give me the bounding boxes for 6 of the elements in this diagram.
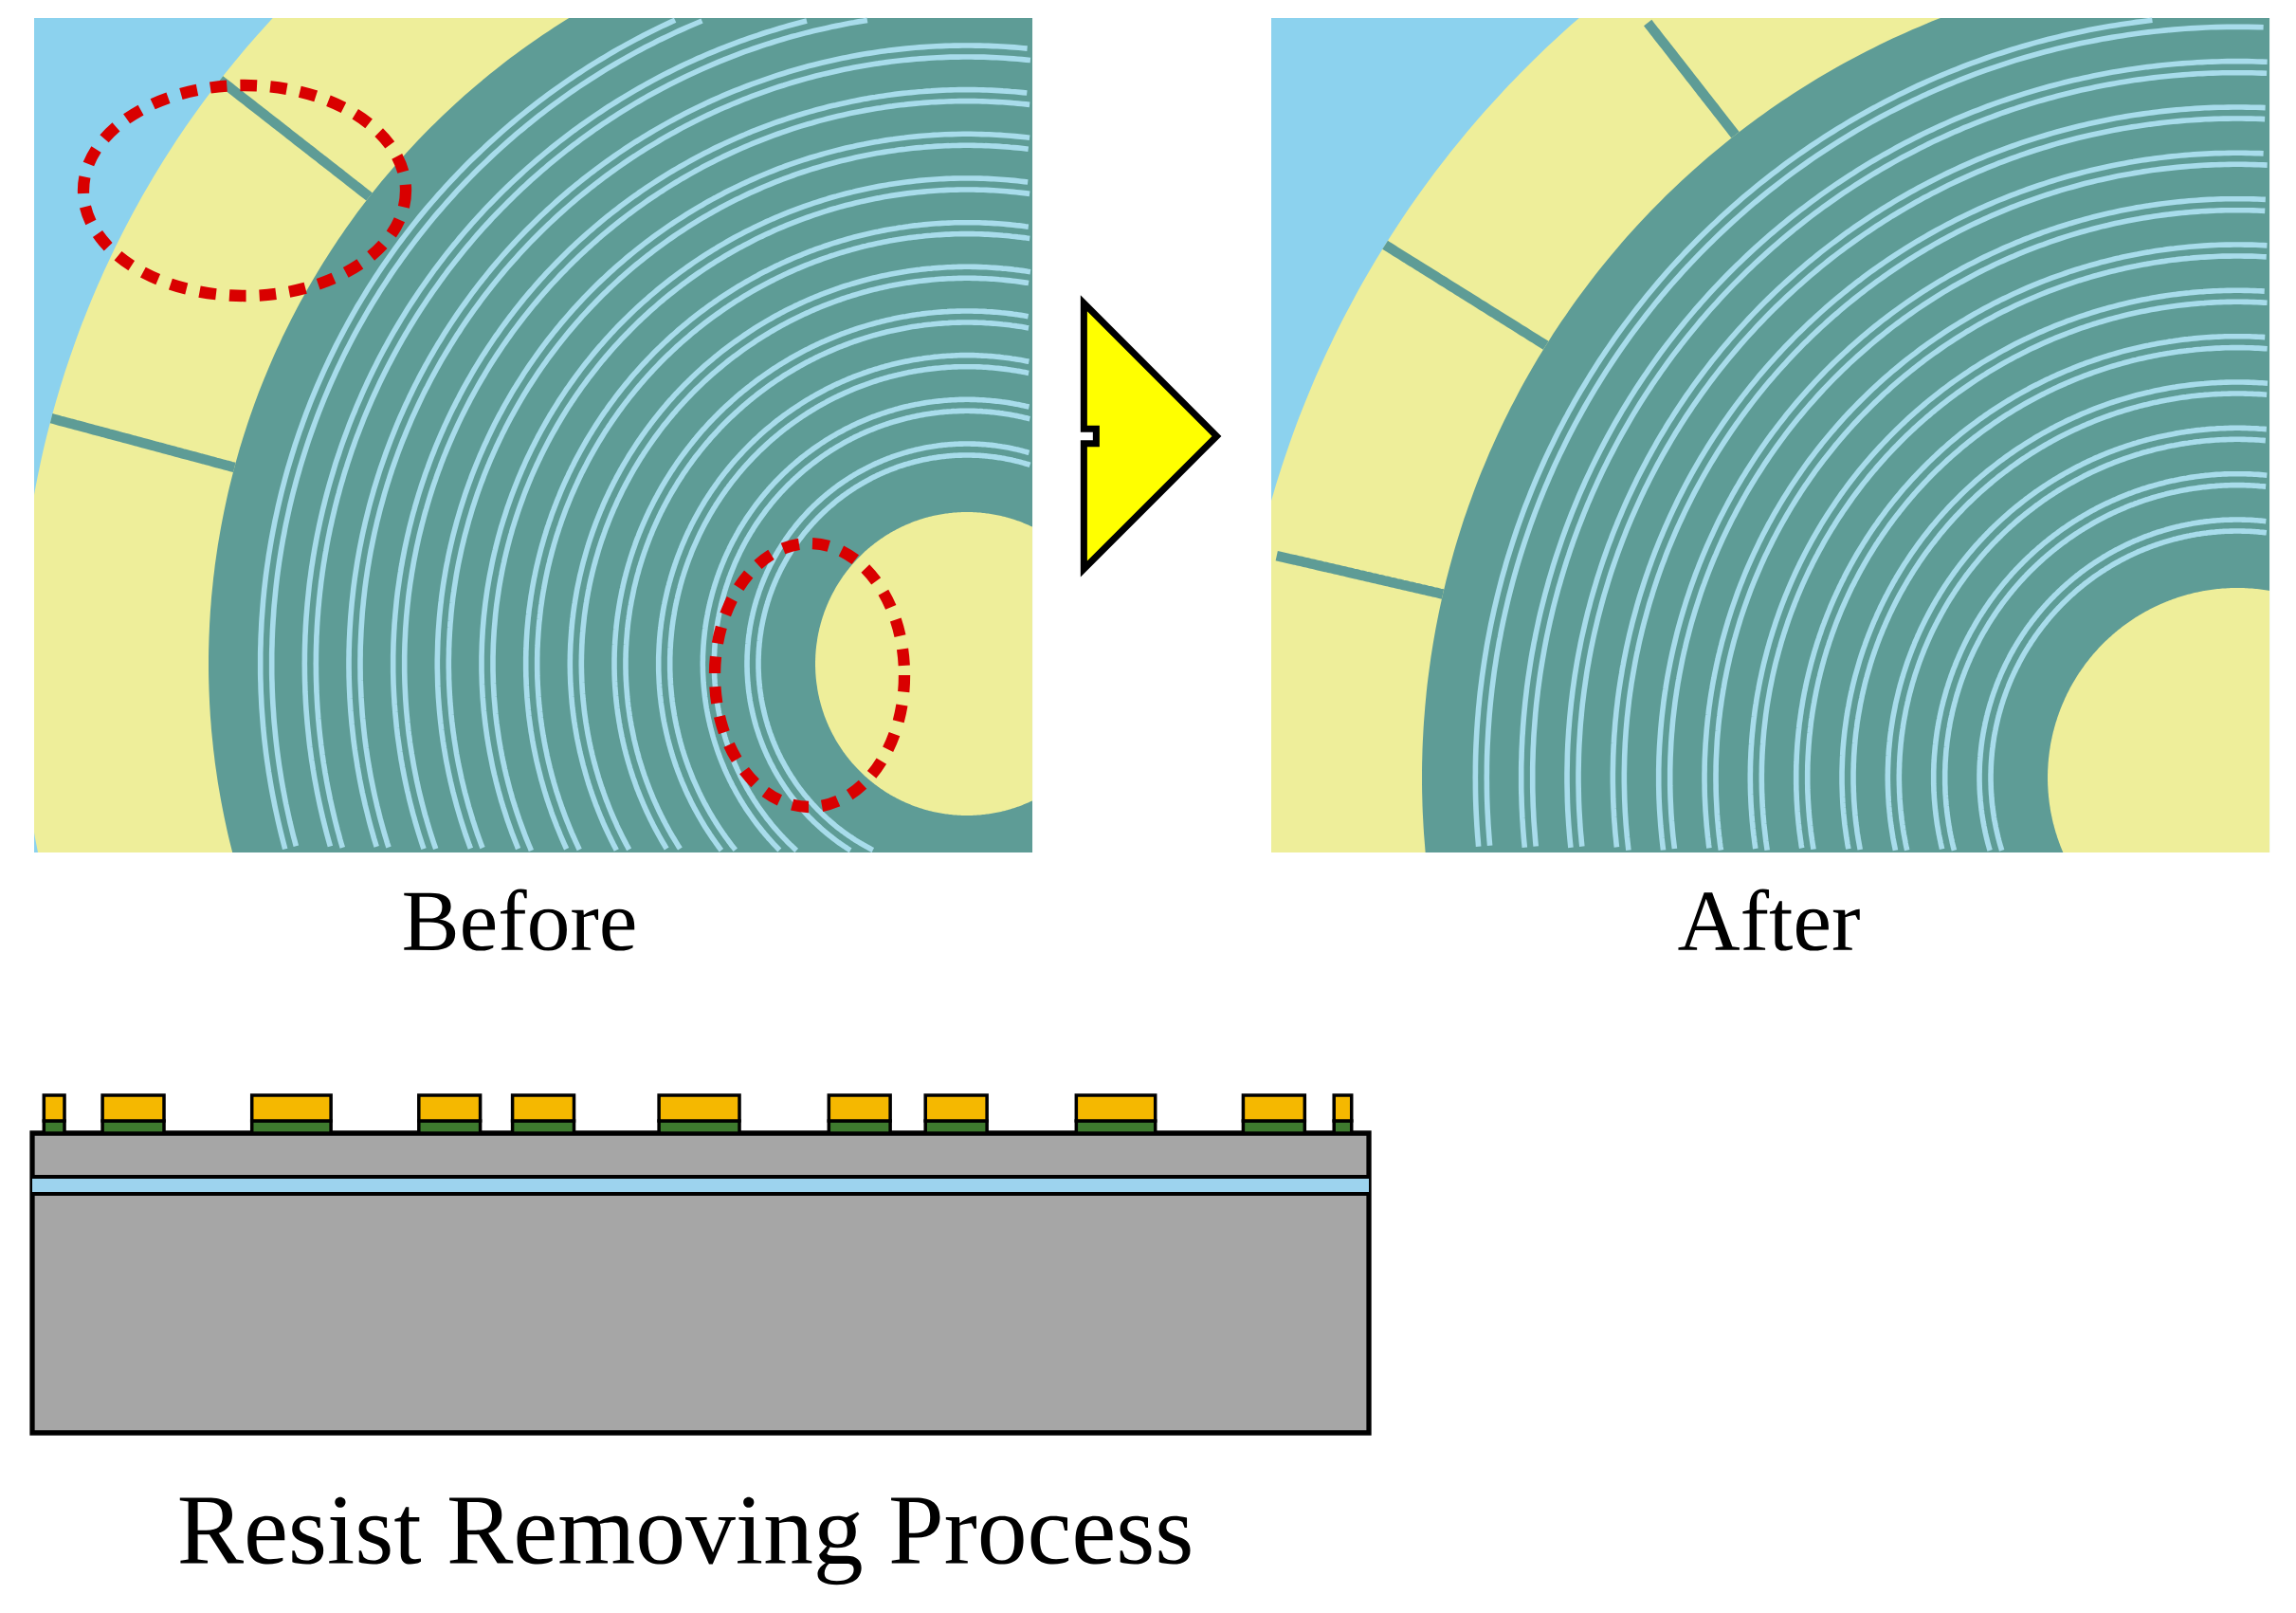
micrograph-photo [1271, 17, 2270, 852]
photo-label: Before [404, 889, 635, 951]
photo-label: After [1678, 889, 1860, 951]
micrograph-photo [34, 17, 1033, 853]
photo-label: Resist Removing Process [179, 1496, 1191, 1586]
cross-section-drawing [29, 1093, 1372, 1436]
